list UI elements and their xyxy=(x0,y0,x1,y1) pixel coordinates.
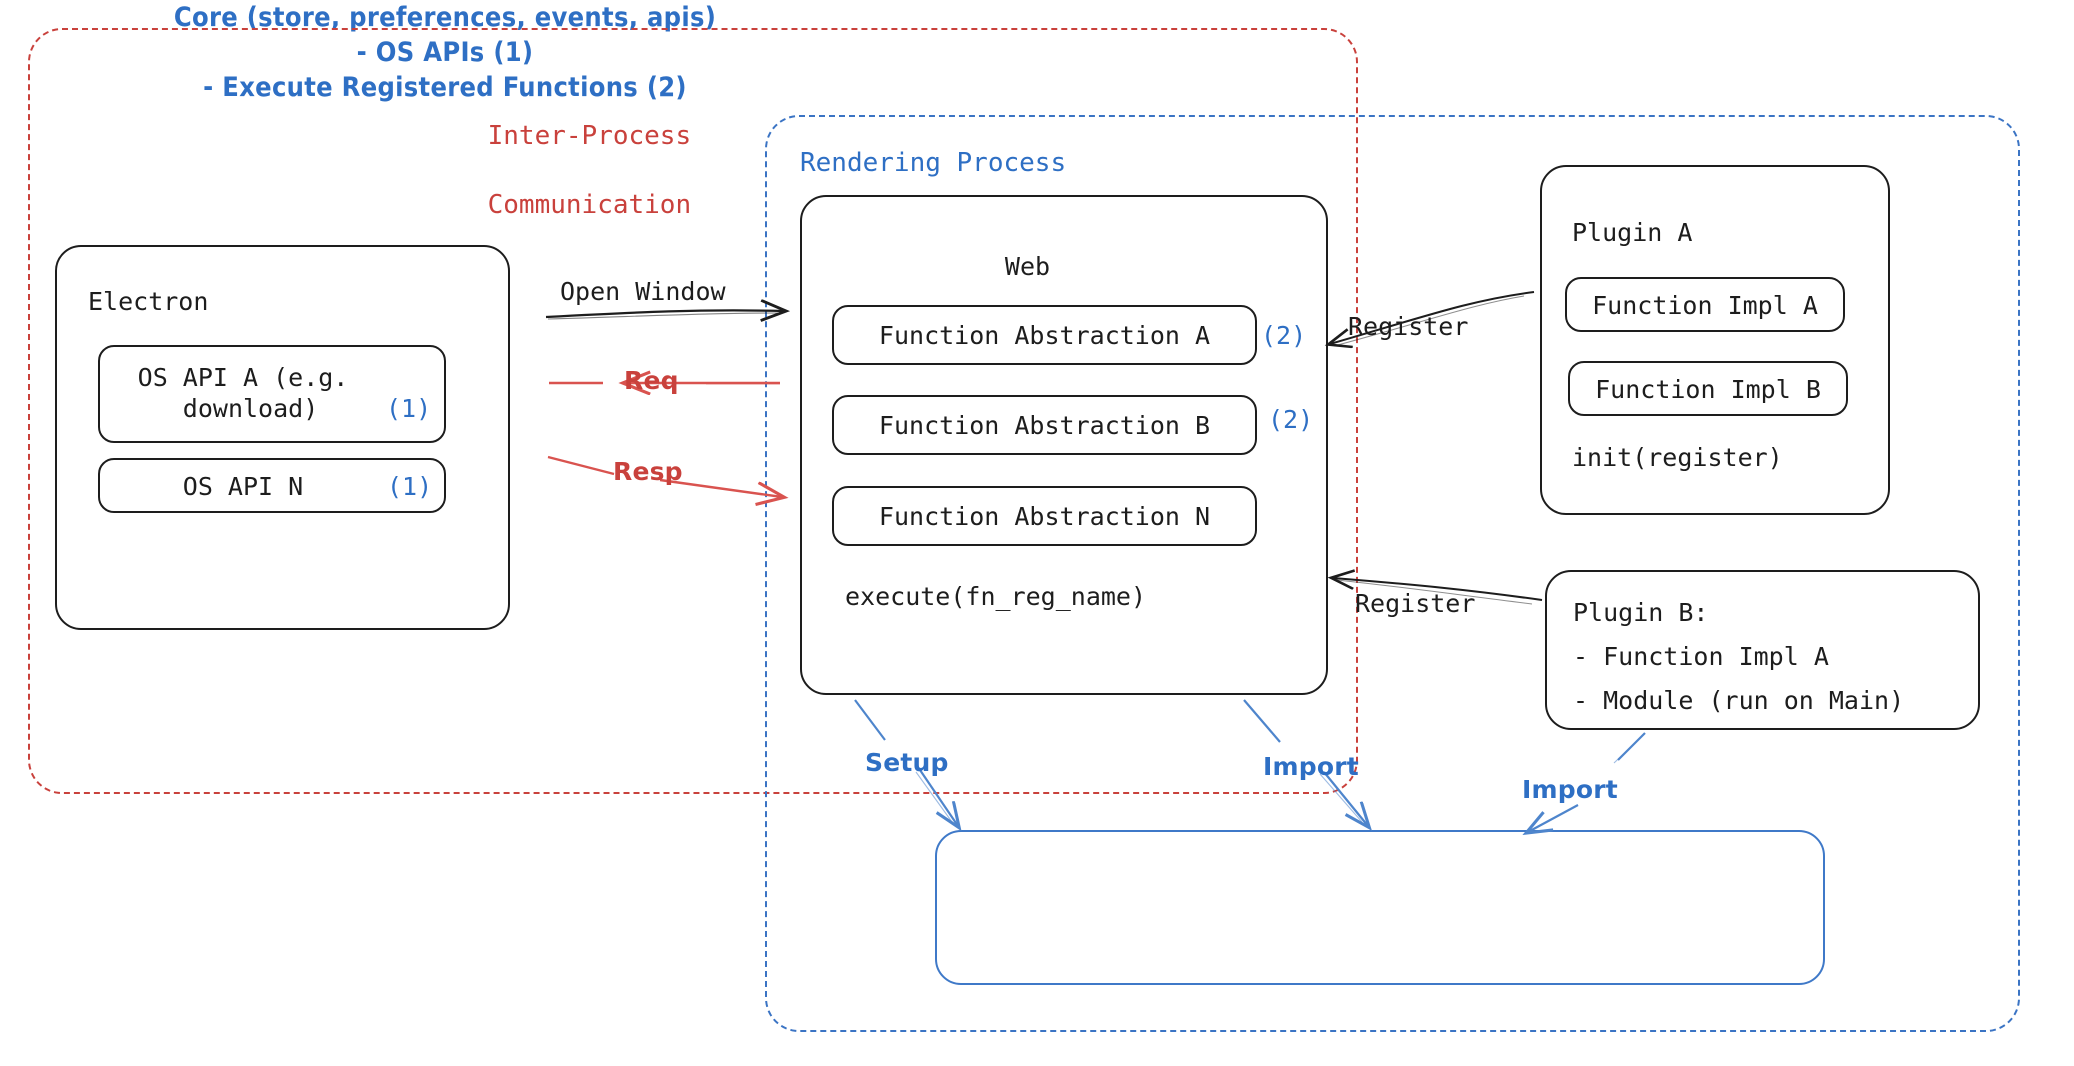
core-line-1: Core (store, preferences, events, apis) xyxy=(173,2,717,33)
function-abstraction-a-marker: (2) xyxy=(1261,321,1307,350)
plugin-b-item-0: - Function Impl A xyxy=(1573,642,1829,671)
ipc-group-container xyxy=(28,28,1358,794)
function-impl-a-label: Function Impl A xyxy=(1592,291,1818,320)
os-api-a-label: OS API A (e.g. download) xyxy=(137,363,349,423)
function-impl-b-label: Function Impl B xyxy=(1595,375,1821,404)
function-abstraction-a-box xyxy=(832,305,1257,365)
core-line-2: - OS APIs (1) xyxy=(356,37,534,69)
ipc-label-line2: Communication xyxy=(487,189,692,220)
rendering-process-container xyxy=(765,115,2020,1032)
core-text: Core (store, preferences, events, apis) … xyxy=(0,0,890,105)
arrow-label-import-plugin-b: Import xyxy=(1522,775,1618,804)
plugin-b-item-1: - Module (run on Main) xyxy=(1573,686,1905,715)
os-api-n-box xyxy=(98,458,446,513)
arrow-label-resp: Resp xyxy=(613,457,683,486)
plugin-a-title: Plugin A xyxy=(1572,218,1693,247)
function-impl-a-box xyxy=(1565,277,1845,332)
function-abstraction-n-box xyxy=(832,486,1257,546)
plugin-b-title: Plugin B: xyxy=(1573,598,1709,627)
arrow-label-open-window: Open Window xyxy=(560,277,726,306)
plugin-a-box xyxy=(1540,165,1890,515)
arrow-label-register-bottom: Register xyxy=(1355,589,1476,618)
function-abstraction-b-label: Function Abstraction B xyxy=(878,411,1211,440)
web-footer-label: execute(fn_reg_name) xyxy=(845,582,1147,611)
ipc-label-line1: Inter-Process xyxy=(487,121,692,152)
os-api-a-marker: (1) xyxy=(386,394,432,423)
function-impl-b-box xyxy=(1568,361,1848,416)
web-title: Web xyxy=(1004,252,1051,281)
function-abstraction-a-label: Function Abstraction A xyxy=(878,321,1211,350)
plugin-b-box xyxy=(1545,570,1980,730)
arrow-label-import-web: Import xyxy=(1263,752,1359,781)
arrow-label-req: Req xyxy=(624,366,679,395)
rendering-process-label: Rendering Process xyxy=(800,148,1067,178)
core-line-3: - Execute Registered Functions (2) xyxy=(203,72,687,104)
function-abstraction-n-label: Function Abstraction N xyxy=(878,502,1211,531)
electron-title: Electron xyxy=(88,287,209,316)
function-abstraction-b-box xyxy=(832,395,1257,455)
core-box xyxy=(935,830,1825,985)
os-api-n-label: OS API N xyxy=(182,472,304,501)
arrow-label-register-top: Register xyxy=(1348,312,1469,341)
os-api-a-box xyxy=(98,345,446,443)
ipc-group-label: Inter-Process Communication xyxy=(425,85,692,257)
os-api-n-marker: (1) xyxy=(387,472,433,501)
arrow-label-setup: Setup xyxy=(865,748,949,777)
function-abstraction-b-marker: (2) xyxy=(1268,405,1314,434)
plugin-a-footer-label: init(register) xyxy=(1572,443,1783,472)
